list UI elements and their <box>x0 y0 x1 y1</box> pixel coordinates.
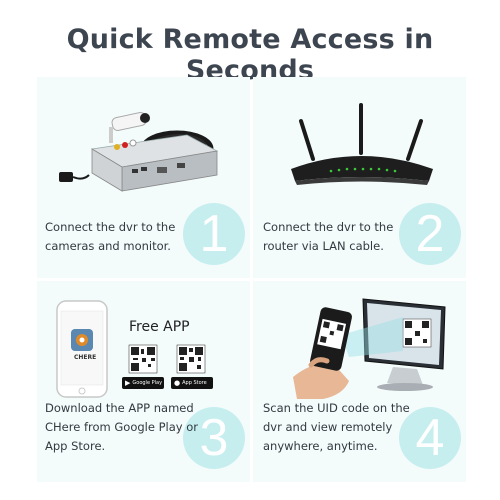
step-2-text-line-1: Connect the dvr to the <box>263 220 394 234</box>
phone-app-icon <box>56 300 206 398</box>
play-icon: ▶ <box>125 379 131 387</box>
dvr-with-camera-icon <box>59 112 219 192</box>
step-1-number: 1 <box>199 205 229 263</box>
step-2-text-line-2: router via LAN cable. <box>263 239 384 253</box>
step-3-number-circle <box>183 407 245 469</box>
step-4-number: 4 <box>415 409 445 467</box>
step-4-text-line-1: Scan the UID code on the <box>263 401 410 415</box>
step-4-panel: 4 Scan the UID code on the dvr and view … <box>253 281 466 482</box>
step-4-text-line-3: anywhere, anytime. <box>263 439 378 453</box>
step-4-number-circle <box>399 407 461 469</box>
step-1-text-line-1: Connect the dvr to the <box>45 220 176 234</box>
step-3-text-line-2: CHere from Google Play or <box>45 420 198 434</box>
step-3-text-line-3: App Store. <box>45 439 106 453</box>
apple-icon: ● <box>174 379 181 387</box>
step-2-number: 2 <box>415 205 445 263</box>
app-store-badge[interactable]: ● App Store <box>171 377 213 389</box>
step-3-panel: CHERE Free APP ▶ Google Play ● App Store… <box>37 281 250 482</box>
page-title: Quick Remote Access in Seconds <box>66 24 434 86</box>
router-icon <box>291 103 433 185</box>
app-name-label: CHERE <box>74 354 97 361</box>
step-1-text-line-2: cameras and monitor. <box>45 239 171 253</box>
google-play-badge[interactable]: ▶ Google Play <box>122 377 164 389</box>
step-3-number: 3 <box>199 409 229 467</box>
step-1-panel: 1 Connect the dvr to the cameras and mon… <box>37 77 250 278</box>
step-1-number-circle <box>183 203 245 265</box>
google-play-label: Google Play <box>132 380 163 386</box>
app-store-label: App Store <box>182 380 207 386</box>
steps-grid: 1 Connect the dvr to the cameras and mon… <box>37 77 467 482</box>
scan-qr-icon <box>293 298 446 399</box>
step-3-text-line-1: Download the APP named <box>45 401 194 415</box>
step-2-panel: 2 Connect the dvr to the router via LAN … <box>253 77 466 278</box>
step-2-number-circle <box>399 203 461 265</box>
free-app-label: Free APP <box>129 319 190 335</box>
step-4-text-line-2: dvr and view remotely <box>263 420 393 434</box>
